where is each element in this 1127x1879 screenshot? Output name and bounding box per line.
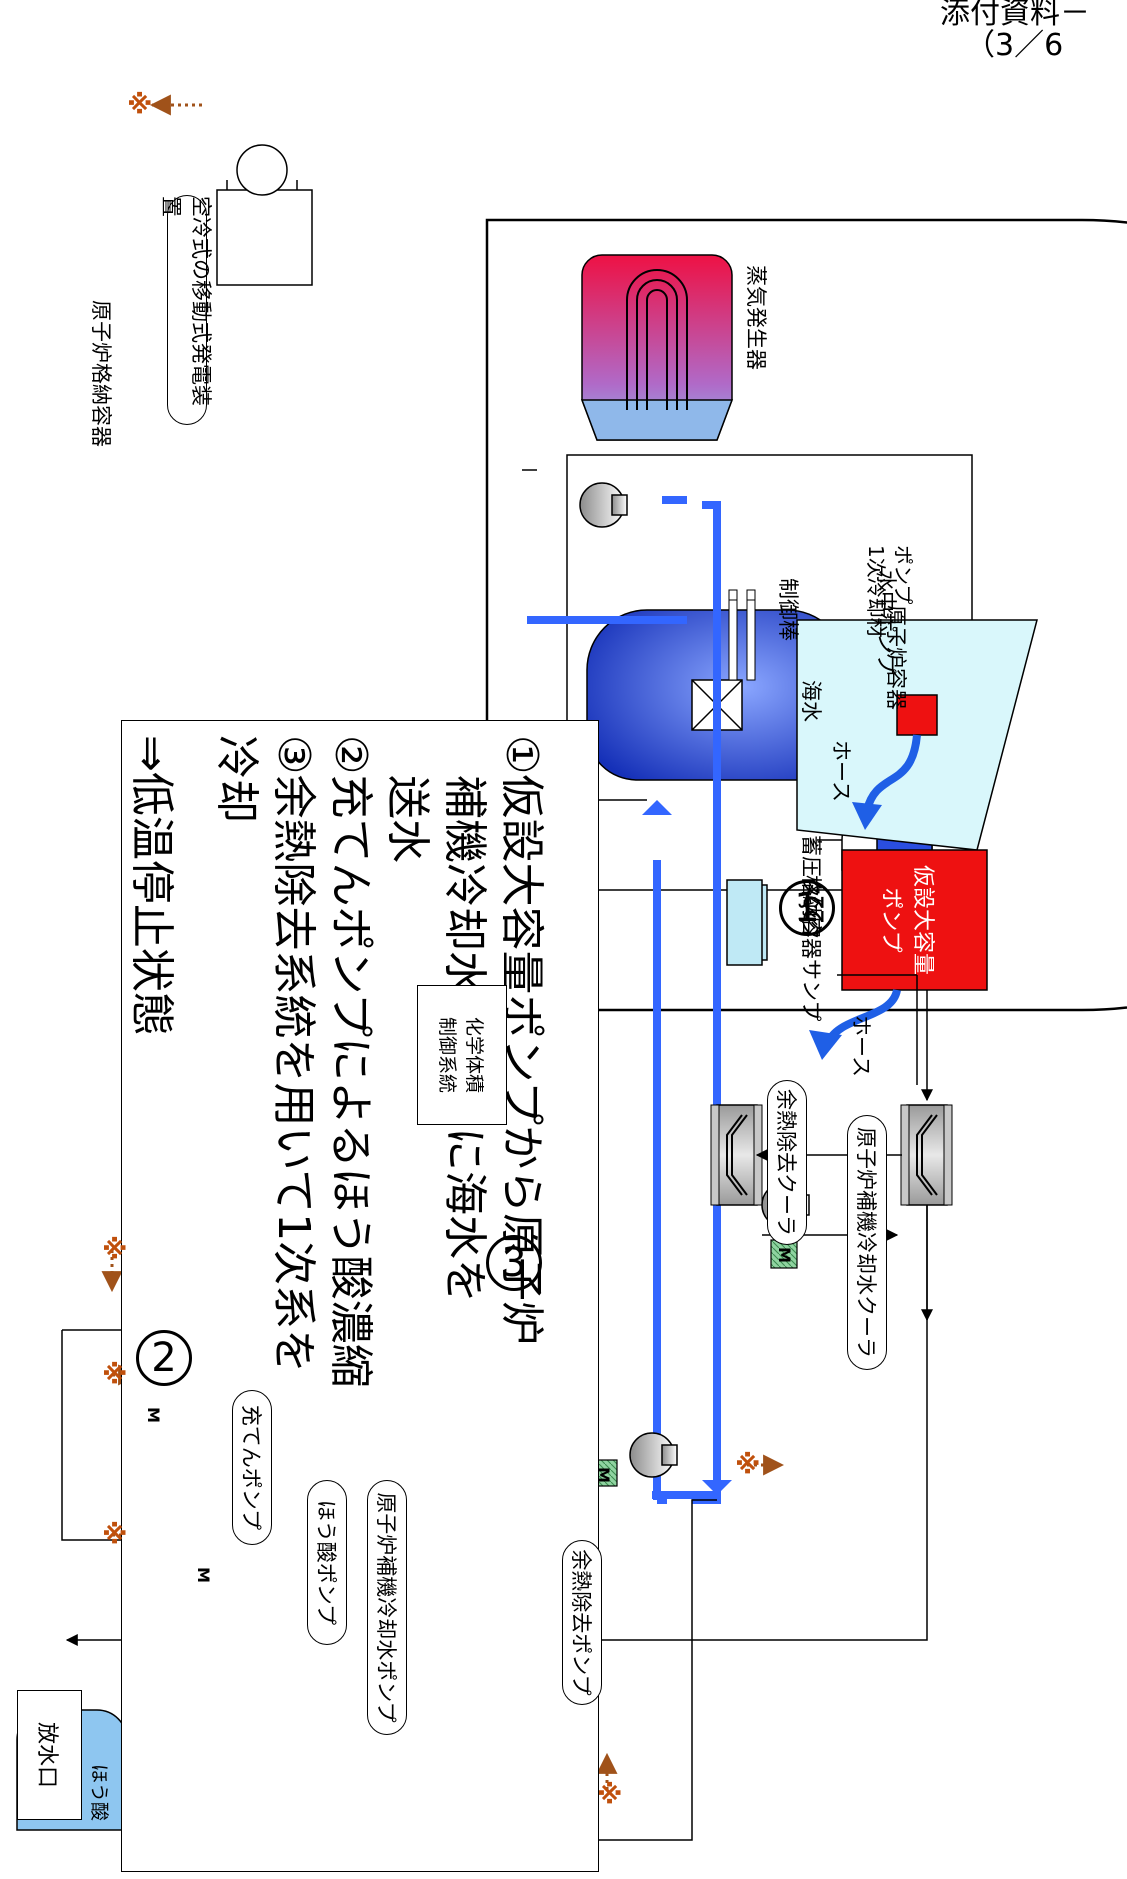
cvcs-box: 化学体積 制御系統 <box>417 985 507 1125</box>
boric-tank-label-1: ほう酸 <box>88 1763 110 1821</box>
step-number-1: 1 <box>779 880 835 936</box>
asterisk-ccw: ※ <box>730 1450 760 1476</box>
submersible-pump-label: 水中ポンプ <box>874 570 898 675</box>
note-line-2: 補機冷却水クーラに海水を <box>436 735 493 1871</box>
seawater-label: 海水 <box>799 680 823 722</box>
rhr-arrow-return <box>702 1480 732 1495</box>
generator-label: 空冷式の移動式発電装置 <box>159 195 213 425</box>
charging-motor-letter: M <box>144 1407 163 1423</box>
large-pump-label-1: 仮設大容量 <box>910 864 936 975</box>
rhr-cooler-label: 余熱除去クーラ <box>767 1080 807 1245</box>
attachment-header: 添付資料－ <box>940 0 1090 31</box>
outfall-box: 放水口 <box>17 1690 82 1820</box>
notes-box: ①仮設大容量ポンプから原子炉 補機冷却水クーラに海水を 送水 ②充てんポンプによ… <box>121 720 599 1872</box>
note-line-5: ③余熱除去系統を用いて1次系を <box>268 735 319 1374</box>
containment-label: 原子炉格納容器 <box>89 300 113 447</box>
ccw-cooler-label: 原子炉補機冷却水クーラ <box>847 1115 887 1370</box>
large-pump <box>841 849 988 991</box>
control-rod-label: 制御棒 <box>776 578 800 641</box>
cvcs-label-2: 制御系統 <box>436 1016 458 1093</box>
steam-generator-label: 蒸気発生器 <box>744 265 768 370</box>
hose-bottom-label: ホース <box>849 1015 873 1077</box>
boric-motor-letter: M <box>194 1567 213 1583</box>
asterisk-rhr: ※ <box>592 1780 622 1806</box>
large-pump-label: 仮設大容量 ポンプ <box>862 855 957 985</box>
ccw-cooler-graphic <box>900 1104 953 1206</box>
ccw-pump-label: 原子炉補機冷却水ポンプ <box>367 1480 407 1735</box>
generator-graphic <box>216 144 313 286</box>
rhr-pump-label: 余熱除去ポンプ <box>562 1540 602 1705</box>
note-line-1: ①仮設大容量ポンプから原子炉 <box>496 735 547 1346</box>
boric-pump-label: ほう酸ポンプ <box>307 1480 347 1645</box>
hose-top-label: ホース <box>829 740 853 802</box>
step-number-3: 3 <box>486 1235 542 1291</box>
attachment-page-number: （3／6 <box>965 28 1064 63</box>
sump-graphic <box>726 879 768 966</box>
rcp-graphic <box>579 482 628 528</box>
note-line-7: ⇒低温停止状態 <box>126 735 177 1036</box>
asterisk-boric: ※ <box>97 1520 127 1546</box>
note-line-6: 冷却 <box>211 735 262 823</box>
asterisk-generator: ※ <box>122 90 152 116</box>
ccw-motor-letter: M <box>775 1247 794 1263</box>
rhr-motor-letter: M <box>594 1467 613 1483</box>
steam-generator-graphic <box>580 254 734 441</box>
cvcs-label-1: 化学体積 <box>463 1016 485 1093</box>
step-number-2: 2 <box>136 1330 192 1386</box>
rhr-pump-graphic <box>629 1432 678 1478</box>
charging-pump-label: 充てんポンプ <box>232 1390 272 1545</box>
hose-seawater <box>863 734 921 812</box>
asterisk-charging: ※ <box>97 1235 127 1261</box>
large-pump-label-2: ポンプ <box>878 887 904 953</box>
large-pump-line <box>837 974 918 1085</box>
asterisk-charging-2: ※ <box>97 1360 127 1386</box>
rhr-arrow-vessel <box>642 800 672 815</box>
rhr-cooler-graphic <box>710 1104 763 1206</box>
